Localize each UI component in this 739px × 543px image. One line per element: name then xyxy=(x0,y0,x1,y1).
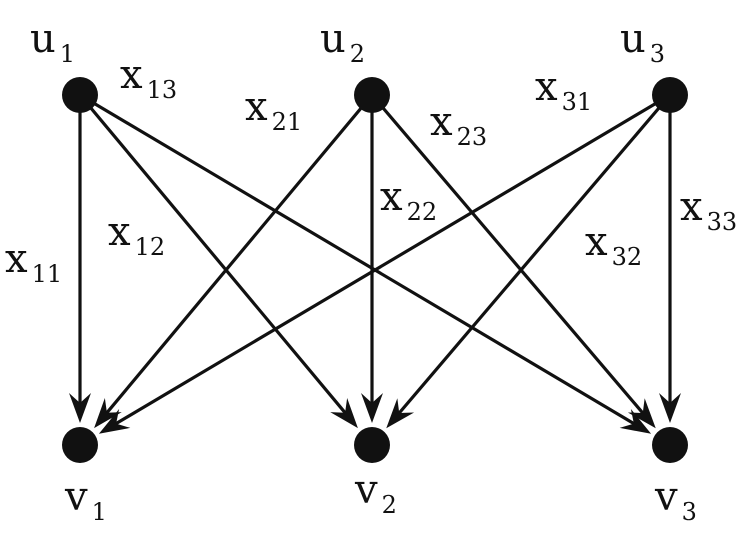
node-u2 xyxy=(354,77,390,113)
arrowhead-icon xyxy=(386,398,415,429)
edge-31 xyxy=(98,93,671,434)
node-v3 xyxy=(652,427,688,463)
node-v1 xyxy=(62,427,98,463)
arrowhead-icon xyxy=(98,409,131,434)
edge-13 xyxy=(79,93,652,434)
edge-33 xyxy=(659,95,681,423)
node-v2 xyxy=(354,427,390,463)
arrowhead-icon xyxy=(94,398,122,429)
edge-22 xyxy=(361,95,383,423)
edge-32 xyxy=(386,93,672,429)
arrowhead-icon xyxy=(627,398,656,429)
arrowhead-icon xyxy=(69,393,91,423)
arrowhead-icon xyxy=(330,398,358,429)
edge-23 xyxy=(370,93,656,429)
arrowhead-icon xyxy=(619,409,652,434)
node-u3 xyxy=(652,77,688,113)
edge-21 xyxy=(94,93,374,429)
node-u1 xyxy=(62,77,98,113)
arrowhead-icon xyxy=(361,393,383,423)
edge-12 xyxy=(78,93,358,429)
arrowhead-icon xyxy=(659,393,681,423)
edge-11 xyxy=(69,95,91,423)
